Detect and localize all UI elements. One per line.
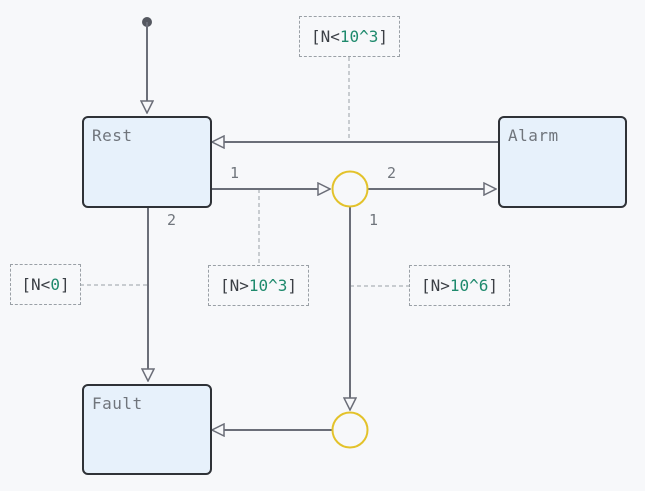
state-fault[interactable]: Fault [82, 384, 212, 475]
choice-pseudostate-lower[interactable] [331, 411, 369, 449]
guard-right[interactable]: [N>10^6] [409, 265, 510, 306]
guard-top[interactable]: [N<10^3] [299, 16, 400, 57]
choice-pseudostate-upper[interactable] [331, 170, 369, 208]
guard-top-suffix: ] [378, 27, 389, 46]
label-rest-to-choice: 1 [230, 164, 240, 182]
guard-middle[interactable]: [N>10^3] [208, 265, 309, 306]
label-choice-to-alarm: 2 [387, 164, 397, 182]
guard-left-prefix: [N< [21, 275, 51, 294]
guard-top-prefix: [N< [310, 27, 340, 46]
guard-right-suffix: ] [488, 276, 499, 295]
guard-middle-number: 10^3 [248, 276, 288, 295]
label-choice-down: 1 [369, 211, 379, 229]
guard-top-number: 10^3 [339, 27, 379, 46]
label-rest-down: 2 [167, 211, 177, 229]
guard-left-suffix: ] [59, 275, 70, 294]
state-fault-label: Fault [92, 394, 143, 413]
state-rest[interactable]: Rest [82, 116, 212, 208]
guard-middle-prefix: [N> [219, 276, 249, 295]
guard-middle-suffix: ] [287, 276, 298, 295]
state-rest-label: Rest [92, 126, 133, 145]
state-alarm[interactable]: Alarm [498, 116, 627, 208]
guard-left-number: 0 [50, 275, 60, 294]
guard-left[interactable]: [N<0] [10, 264, 81, 305]
guard-right-prefix: [N> [420, 276, 450, 295]
state-alarm-label: Alarm [508, 126, 559, 145]
guard-right-number: 10^6 [449, 276, 489, 295]
